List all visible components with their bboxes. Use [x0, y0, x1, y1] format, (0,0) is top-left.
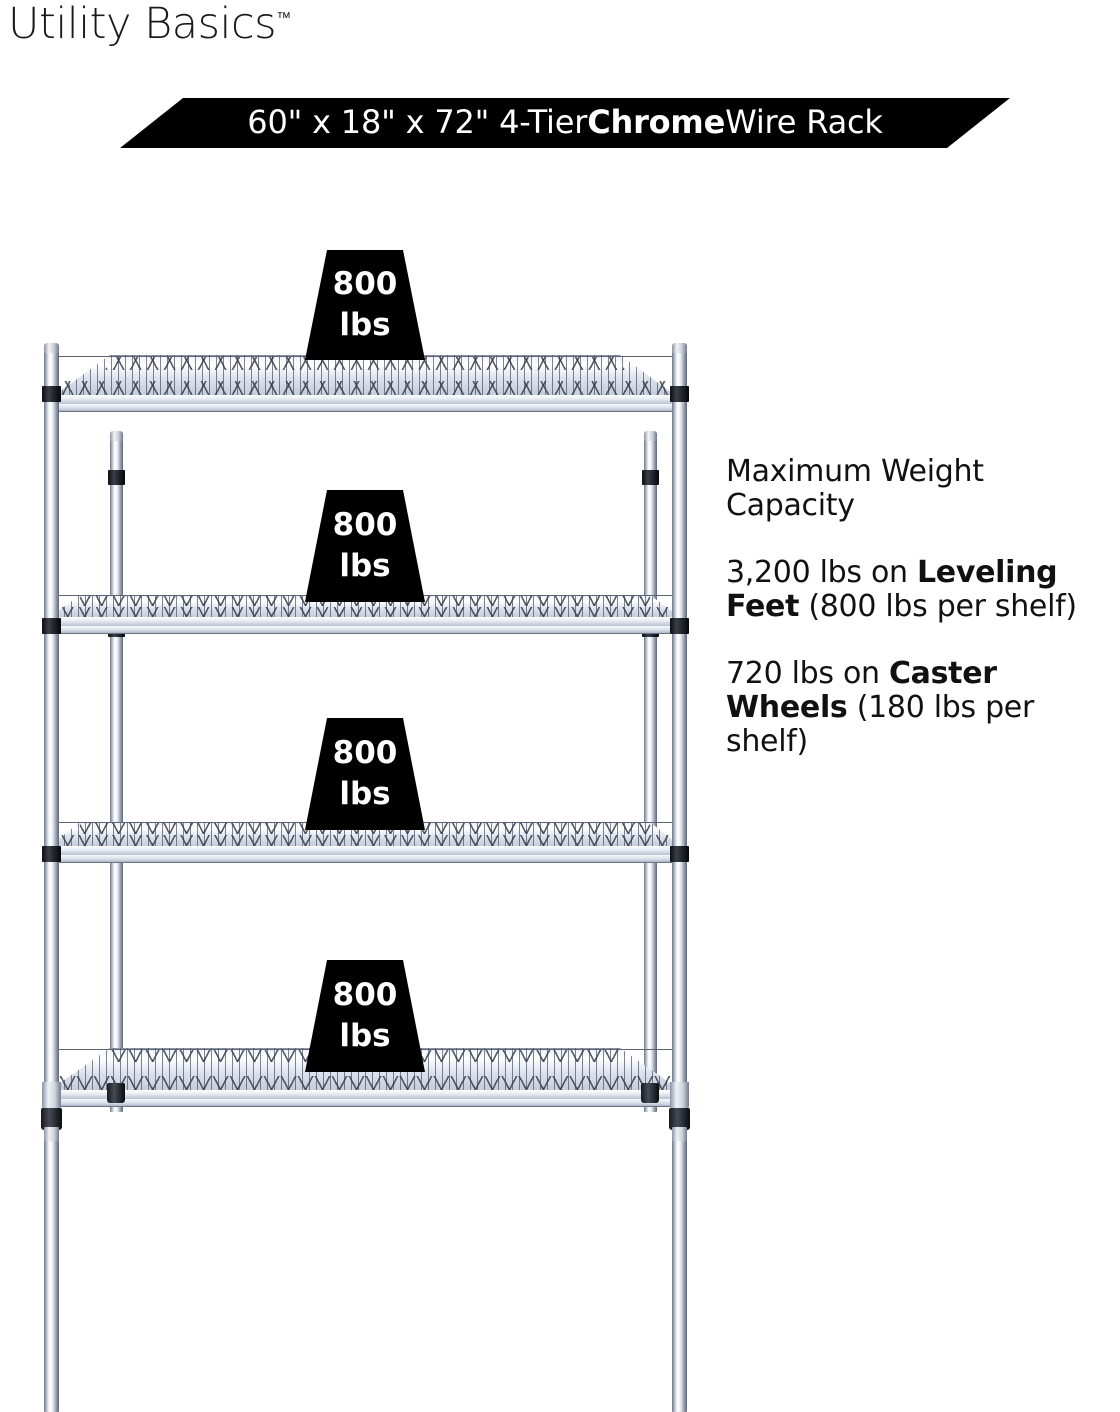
trademark-icon: ™: [276, 8, 292, 27]
shelf-4-front-truss: [50, 1076, 680, 1090]
front-right-post: [672, 343, 687, 1412]
shelf-4-front-face: [50, 1099, 680, 1107]
weight-capacity-info: Maximum Weight Capacity 3,200 lbs on Lev…: [726, 455, 1120, 758]
callout-shape: [305, 250, 425, 360]
callout-shape: [305, 960, 425, 1072]
banner-title-emphasis: Chrome: [587, 103, 726, 141]
callout-label: 800 lbs: [305, 960, 425, 1072]
banner-title-prefix: 60" x 18" x 72" 4-Tier: [247, 103, 588, 141]
front-right-foot-sleeve: [670, 1082, 689, 1108]
post-cap: [44, 343, 59, 353]
callout-unit: lbs: [339, 548, 391, 584]
leveling-emphasis: Leveling Feet: [726, 555, 1058, 624]
callout-unit: lbs: [339, 307, 391, 343]
banner-title: 60" x 18" x 72" 4-Tier Chrome Wire Rack: [120, 98, 1010, 148]
shelf-3-front-edge: [50, 846, 680, 855]
callout-unit: lbs: [339, 776, 391, 812]
shelf-1: [55, 355, 675, 417]
rear-right-leveling-foot: [641, 1083, 659, 1103]
rear-right-post: [644, 431, 657, 1112]
front-right-collar-2: [670, 618, 689, 634]
shelf-1-rear-truss: [105, 357, 625, 370]
shelf-2-front-truss: [50, 607, 680, 617]
caster-lead: 720 lbs on: [726, 656, 889, 692]
callout-unit: lbs: [339, 1018, 391, 1054]
front-right-leveling-foot: [669, 1108, 690, 1130]
leveling-feet-capacity: 3,200 lbs on Leveling Feet (800 lbs per …: [726, 556, 1120, 623]
leveling-lead: 3,200 lbs on: [726, 555, 917, 591]
shelf-3-front-face: [50, 855, 680, 863]
callout-shelf-2: 800 lbs: [305, 490, 425, 602]
leveling-tail: (800 lbs per shelf): [799, 588, 1077, 624]
shelf-4-front-edge: [50, 1090, 680, 1099]
front-right-foot-stem: [672, 1127, 687, 1141]
callout-shelf-3: 800 lbs: [305, 718, 425, 830]
callout-shelf-1: 800 lbs: [305, 250, 425, 360]
rear-left-post: [110, 431, 123, 1112]
callout-value: 800: [332, 507, 398, 544]
capacity-heading: Maximum Weight Capacity: [726, 454, 984, 523]
shelf-2-front-face: [50, 626, 680, 634]
callout-label: 800 lbs: [305, 250, 425, 360]
brand-logo: Utility Basics™: [8, 0, 292, 49]
caster-wheels-capacity: 720 lbs on Caster Wheels (180 lbs per sh…: [726, 657, 1120, 758]
shelf-2-front-edge: [50, 617, 680, 626]
post-cap: [110, 431, 123, 441]
front-right-collar-3: [670, 846, 689, 862]
front-left-post: [44, 343, 59, 1412]
callout-value: 800: [332, 266, 398, 303]
wire-rack-illustration: 800 lbs 800 lbs 800 lbs 800 lbs: [0, 250, 730, 1412]
caster-emphasis: Caster Wheels: [726, 656, 997, 725]
post-cap: [644, 431, 657, 441]
shelf-3-front-truss: [50, 835, 680, 846]
brand-name: Utility Basics: [8, 0, 277, 49]
callout-value: 800: [332, 735, 398, 772]
callout-label: 800 lbs: [305, 490, 425, 602]
front-left-leveling-foot: [41, 1108, 62, 1130]
post-cap: [672, 343, 687, 353]
front-right-collar-1: [670, 386, 689, 402]
callout-shape: [305, 718, 425, 830]
rear-right-collar-1: [642, 470, 659, 485]
rear-left-leveling-foot: [107, 1083, 125, 1103]
shelf-1-front-face: [55, 404, 675, 412]
front-left-collar-3: [42, 846, 61, 862]
product-title-banner: 60" x 18" x 72" 4-Tier Chrome Wire Rack: [120, 98, 1010, 148]
callout-label: 800 lbs: [305, 718, 425, 830]
callout-value: 800: [332, 977, 398, 1014]
front-left-collar-2: [42, 618, 61, 634]
front-left-collar-1: [42, 386, 61, 402]
front-left-foot-sleeve: [42, 1082, 61, 1108]
callout-shelf-4: 800 lbs: [305, 960, 425, 1072]
front-left-foot-stem: [44, 1127, 59, 1141]
shelf-1-front-edge: [55, 395, 675, 404]
banner-title-suffix: Wire Rack: [725, 103, 883, 141]
callout-shape: [305, 490, 425, 602]
banner-background: [120, 98, 1010, 148]
shelf-1-front-truss: [55, 381, 675, 395]
rear-left-collar-1: [108, 470, 125, 485]
caster-tail: (180 lbs per shelf): [726, 689, 1034, 759]
